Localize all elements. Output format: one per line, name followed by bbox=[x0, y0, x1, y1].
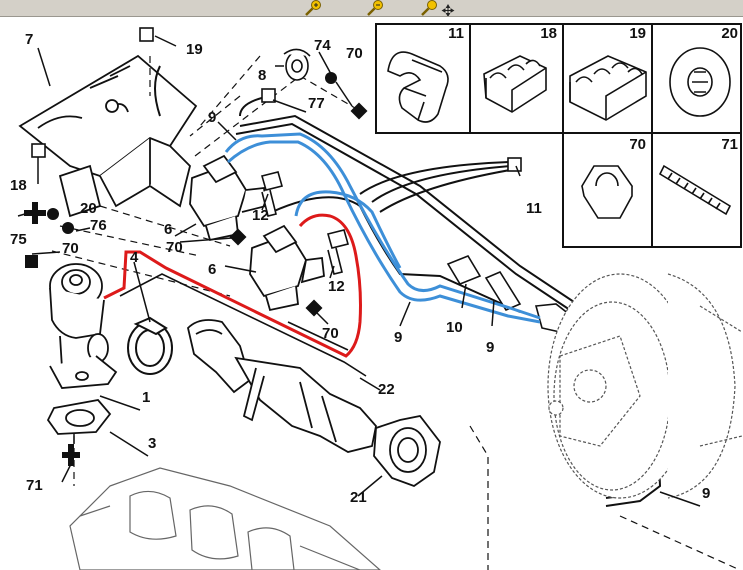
clip-symbol-11 bbox=[507, 157, 522, 172]
callout-4: 4 bbox=[130, 249, 139, 266]
washer-symbol-74 bbox=[325, 72, 337, 84]
clip-symbol-18 bbox=[31, 143, 46, 158]
callout-leader-lines bbox=[17, 35, 701, 507]
parts-table-labels: 11 18 19 20 70 71 bbox=[448, 25, 738, 153]
zoom-in-icon[interactable] bbox=[300, 0, 326, 16]
screw-drawings bbox=[261, 171, 349, 275]
clip-part-11-drawing bbox=[387, 51, 449, 123]
callout-70-top: 70 bbox=[346, 45, 363, 62]
callout-70-egr: 70 bbox=[62, 240, 79, 257]
washer-part-20-drawing bbox=[669, 47, 731, 117]
open-square-symbols bbox=[31, 27, 522, 172]
stud-symbol-75 bbox=[24, 202, 46, 224]
nut-symbol-70-egr bbox=[25, 255, 38, 268]
table-label-71: 71 bbox=[721, 136, 738, 153]
nut-symbol-70-top bbox=[350, 102, 368, 120]
callout-6-upper: 6 bbox=[164, 221, 172, 238]
callout-6-lower: 6 bbox=[208, 261, 216, 278]
callout-8: 8 bbox=[258, 67, 266, 84]
callout-74: 74 bbox=[314, 37, 331, 54]
gasket-drawing bbox=[46, 399, 112, 435]
nut-part-70-drawing bbox=[581, 165, 633, 219]
table-label-20: 20 bbox=[721, 25, 738, 42]
callout-20: 20 bbox=[80, 200, 97, 217]
callout-18: 18 bbox=[10, 177, 27, 194]
callout-12-lower: 12 bbox=[328, 278, 345, 295]
callout-9-top: 9 bbox=[208, 109, 216, 126]
callout-7: 7 bbox=[25, 31, 33, 48]
exploded-parts-diagram: 11 18 19 20 70 71 bbox=[10, 23, 743, 570]
callout-9-mid: 9 bbox=[394, 329, 402, 346]
egr-pipe-drawing bbox=[187, 319, 441, 488]
callout-9-bottom: 9 bbox=[702, 485, 710, 502]
washer-symbol-20 bbox=[47, 208, 59, 220]
callout-70-upper-valve: 70 bbox=[166, 239, 183, 256]
callout-70-lower-valve: 70 bbox=[322, 325, 339, 342]
hose-22-outline bbox=[119, 273, 367, 377]
zoom-out-icon[interactable] bbox=[362, 0, 388, 16]
nut-symbol-70-lower-valve bbox=[305, 299, 323, 317]
callout-19: 19 bbox=[186, 41, 203, 58]
callout-71: 71 bbox=[26, 477, 43, 494]
callout-11: 11 bbox=[526, 200, 542, 217]
parts-reference-table bbox=[375, 23, 742, 248]
callout-21: 21 bbox=[350, 489, 367, 506]
clip-symbol-77 bbox=[261, 88, 276, 103]
hose-clamp-drawing bbox=[127, 316, 173, 375]
viewer-toolbar bbox=[0, 0, 743, 17]
table-label-11: 11 bbox=[448, 25, 464, 42]
fitting-8-drawing bbox=[283, 48, 311, 81]
callout-22: 22 bbox=[378, 381, 395, 398]
stud-symbol-71 bbox=[62, 444, 80, 466]
blue-highlighted-hose bbox=[224, 132, 541, 324]
red-highlighted-hose bbox=[103, 213, 362, 358]
stud-part-71-drawing bbox=[658, 164, 732, 216]
fastener-symbols bbox=[24, 72, 368, 466]
table-label-18: 18 bbox=[540, 25, 557, 42]
assembly-dashed-lines bbox=[51, 55, 741, 570]
washer-symbol-76 bbox=[62, 222, 74, 234]
clip-part-19-drawing bbox=[569, 55, 647, 121]
solenoid-valve-upper-drawing bbox=[189, 154, 267, 242]
egr-valve-drawing bbox=[49, 263, 118, 389]
engine-intake-drawing bbox=[69, 467, 381, 570]
brake-servo-drawing bbox=[547, 273, 743, 499]
callout-3: 3 bbox=[148, 435, 156, 452]
mounting-bracket-drawing bbox=[18, 54, 198, 218]
callout-1: 1 bbox=[142, 389, 150, 406]
table-label-19: 19 bbox=[629, 25, 646, 42]
callout-75: 75 bbox=[10, 231, 27, 248]
callout-12-upper: 12 bbox=[252, 207, 269, 224]
callout-9-right: 9 bbox=[486, 339, 494, 356]
solenoid-valve-lower-drawing bbox=[249, 224, 325, 312]
callout-76: 76 bbox=[90, 217, 107, 234]
callout-77: 77 bbox=[308, 95, 325, 112]
pan-zoom-icon[interactable] bbox=[416, 0, 455, 17]
callout-10: 10 bbox=[446, 319, 463, 336]
clip-part-18-drawing bbox=[483, 55, 547, 113]
table-label-70: 70 bbox=[629, 136, 646, 153]
clip-symbol-19 bbox=[139, 27, 154, 42]
